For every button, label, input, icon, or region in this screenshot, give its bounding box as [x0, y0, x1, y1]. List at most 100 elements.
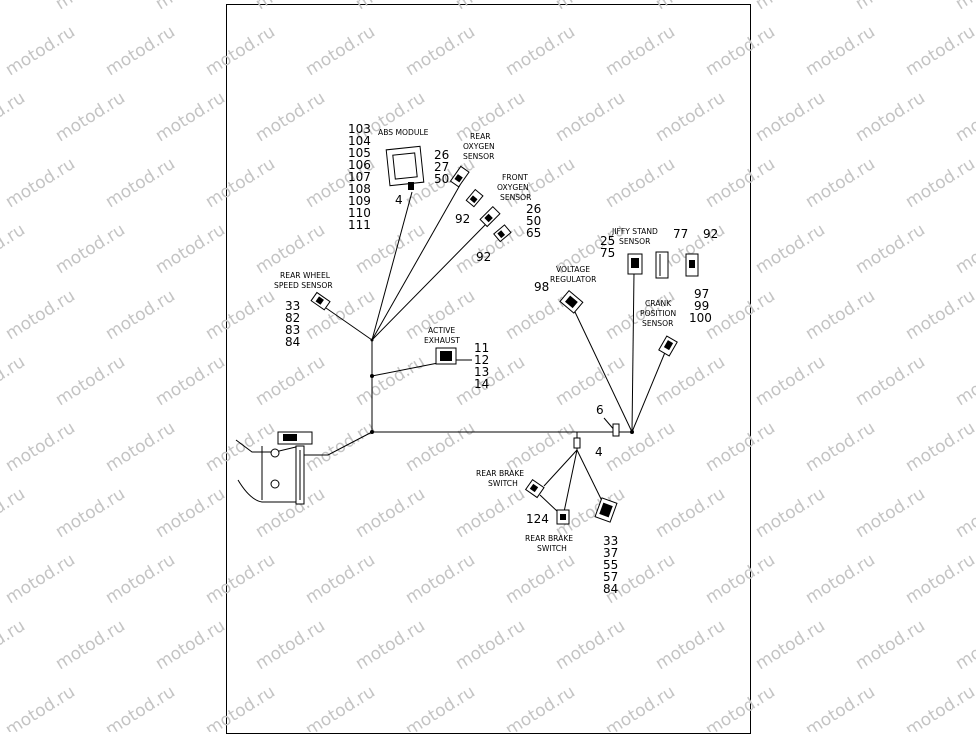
watermark-text: motod.ru [852, 352, 929, 410]
wire-active-exhaust [371, 362, 439, 377]
watermark-text: motod.ru [252, 0, 329, 14]
watermark-text: motod.ru [752, 0, 829, 14]
watermark-text: motod.ru [152, 352, 229, 410]
rear-brake-upper-label: REAR BRAKE SWITCH [476, 469, 524, 488]
label-line: VOLTAGE [556, 265, 590, 274]
junction-dot [630, 430, 634, 434]
wire-abs [371, 191, 413, 341]
ref-number: 13 [474, 365, 489, 379]
jiffy-stand-connector [627, 253, 643, 275]
front-oxygen-plug [493, 224, 512, 243]
watermark-text: motod.ru [0, 484, 29, 542]
watermark-text: motod.ru [302, 682, 379, 732]
watermark-text: motod.ru [252, 484, 329, 542]
watermark-text: motod.ru [952, 0, 976, 14]
watermark-text: motod.ru [52, 0, 129, 14]
watermark-text: motod.ru [802, 154, 879, 212]
frame-outline-bottom [237, 479, 300, 503]
label-line: JIFFY STAND [611, 227, 658, 236]
watermark-text: motod.ru [702, 22, 779, 80]
wire-rear-brake-upper [543, 449, 578, 487]
rear-oxygen-plug [465, 188, 484, 208]
watermark-text: motod.ru [752, 616, 829, 674]
watermark-text: motod.ru [402, 418, 479, 476]
watermark-text: motod.ru [102, 418, 179, 476]
crank-position-label: CRANK POSITION SENSOR 97 99 100 [640, 287, 712, 328]
ref-number: 124 [526, 512, 549, 526]
frame-outline-top [235, 439, 301, 453]
label-line: FRONT [502, 173, 528, 182]
ref-number: 55 [603, 558, 618, 572]
label-line: SENSOR [500, 193, 532, 202]
ref-number: 11 [474, 341, 489, 355]
ref-number: 12 [474, 353, 489, 367]
watermark-text: motod.ru [452, 352, 529, 410]
wire-rear-oxygen [371, 184, 461, 341]
abs-refs: 103 104 105 106 107 108 109 110 111 4 [348, 122, 403, 232]
rear-wheel-speed-label: REAR WHEEL SPEED SENSOR [274, 271, 333, 290]
watermark-text: motod.ru [302, 22, 379, 80]
watermark-text: motod.ru [152, 220, 229, 278]
ref-number: 105 [348, 146, 371, 160]
ref-number: 106 [348, 158, 371, 172]
active-exhaust-connector [435, 347, 457, 365]
watermark-text: motod.ru [2, 154, 79, 212]
watermark-text: motod.ru [102, 286, 179, 344]
voltage-regulator-label: VOLTAGE REGULATOR 98 [534, 265, 597, 294]
active-exhaust-label: ACTIVE EXHAUST [424, 326, 460, 345]
rear-brake-upper-connector [524, 478, 545, 499]
label-line: SENSOR [642, 319, 674, 328]
frame-hole [270, 448, 280, 458]
watermark-text: motod.ru [752, 352, 829, 410]
abs-module-inner [392, 152, 418, 180]
ref-number: 6 [596, 403, 604, 417]
label-line: REAR BRAKE [476, 469, 524, 478]
front-oxygen-label: FRONT OXYGEN SENSOR [497, 173, 532, 202]
watermark-text: motod.ru [502, 682, 579, 732]
ref-number: 109 [348, 194, 371, 208]
watermark-text: motod.ru [2, 22, 79, 80]
watermark-text: motod.ru [702, 550, 779, 608]
watermark-text: motod.ru [302, 286, 379, 344]
watermark-text: motod.ru [0, 352, 29, 410]
junction-6-connector [612, 423, 620, 437]
label-line: ACTIVE [428, 326, 455, 335]
label-line: SWITCH [488, 479, 518, 488]
watermark-text: motod.ru [252, 616, 329, 674]
ref-number: 4 [595, 445, 603, 459]
watermark-text: motod.ru [352, 0, 429, 14]
watermark-text: motod.ru [902, 682, 976, 732]
watermark-text: motod.ru [952, 352, 976, 410]
watermark-text: motod.ru [52, 352, 129, 410]
watermark-text: motod.ru [652, 0, 729, 14]
ref-number: 103 [348, 122, 371, 136]
ref-number: 99 [694, 299, 709, 313]
watermark-text: motod.ru [352, 616, 429, 674]
watermark-text: motod.ru [902, 286, 976, 344]
watermark-text: motod.ru [502, 418, 579, 476]
watermark-text: motod.ru [902, 154, 976, 212]
watermark-text: motod.ru [802, 550, 879, 608]
watermark-text: motod.ru [952, 88, 976, 146]
junction-dot [370, 430, 374, 434]
watermark-text: motod.ru [302, 550, 379, 608]
watermark-text: motod.ru [302, 418, 379, 476]
watermark-text: motod.ru [552, 88, 629, 146]
wire-to-frame [300, 431, 373, 456]
wire-brake-link [539, 494, 559, 513]
ref-number: 37 [603, 546, 618, 560]
ref-number: 111 [348, 218, 371, 232]
ref-number: 84 [603, 582, 618, 596]
rear-oxygen-label: REAR OXYGEN SENSOR [463, 132, 495, 161]
abs-module-label: ABS MODULE [378, 128, 429, 137]
wire-jiffy-stand [631, 271, 635, 433]
abs-module-part [385, 145, 425, 190]
jiffy-part-77 [655, 251, 669, 279]
watermark-text: motod.ru [402, 22, 479, 80]
label-line: SPEED SENSOR [274, 281, 333, 290]
lower-junction-connector [573, 437, 581, 449]
harness-wires [300, 184, 667, 513]
ref-number: 110 [348, 206, 371, 220]
abs-module-connector [408, 182, 414, 190]
